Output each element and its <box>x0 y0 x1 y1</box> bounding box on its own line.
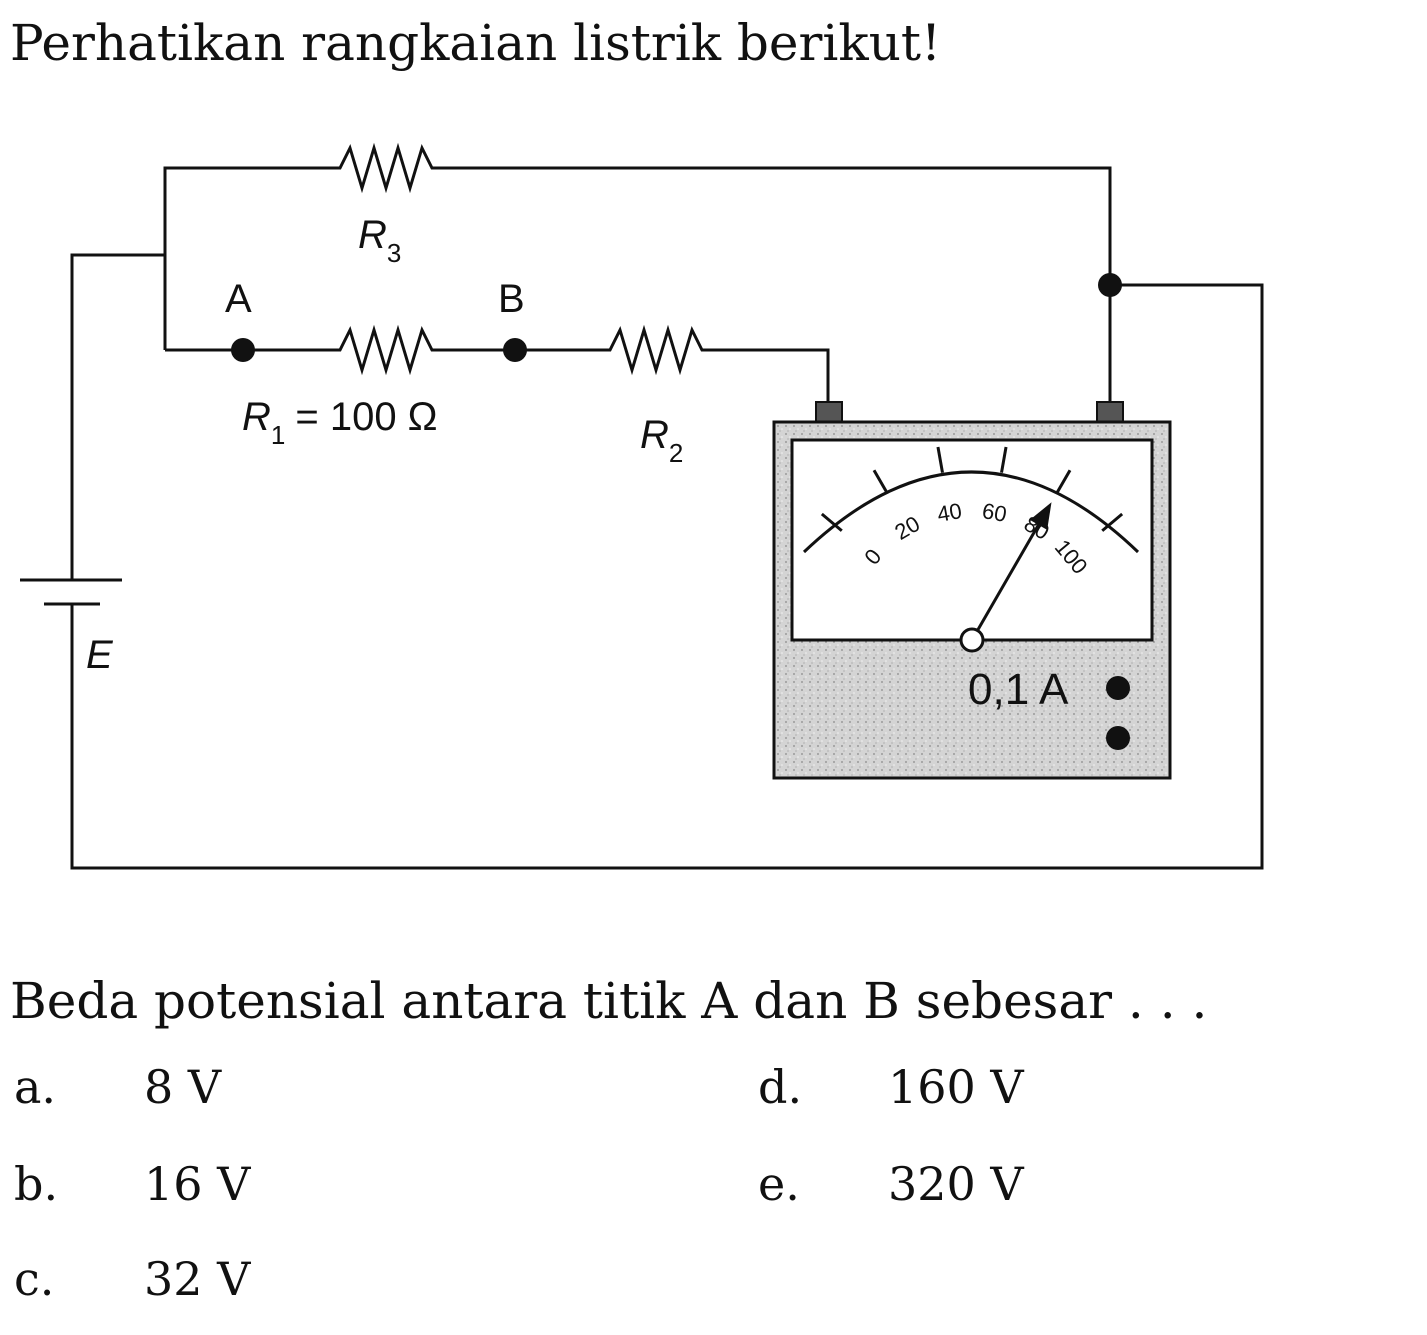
resistor-r2 <box>595 324 710 376</box>
ammeter-terminal-right <box>1096 401 1124 423</box>
option-a[interactable]: a. 8 V <box>14 1060 221 1114</box>
ammeter-needle <box>970 513 1046 641</box>
option-d[interactable]: d. 160 V <box>758 1060 1024 1114</box>
option-value: 160 V <box>888 1060 1024 1114</box>
battery-label: E <box>86 633 114 677</box>
point-a-dot <box>231 338 255 362</box>
ammeter-terminal-left <box>815 401 843 423</box>
point-a-label: A <box>225 277 252 321</box>
r3-label: R3 <box>358 213 401 268</box>
question-intro: Perhatikan rangkaian listrik berikut! <box>10 14 942 72</box>
point-b-label: B <box>498 277 525 321</box>
option-letter: e. <box>758 1157 800 1211</box>
r1-label: R1= 100 Ω <box>242 395 438 450</box>
scale-tick <box>936 446 944 473</box>
wire-r2-ammeter <box>710 348 830 410</box>
ammeter-range-label: 0,1 A <box>968 665 1069 714</box>
wire-left-top <box>70 253 165 580</box>
option-e[interactable]: e. 320 V <box>758 1157 1024 1211</box>
option-value: 32 V <box>144 1252 251 1306</box>
wire-top-right <box>440 166 1112 410</box>
scale-tick <box>1101 512 1124 532</box>
point-b-dot <box>503 338 527 362</box>
option-letter: b. <box>14 1157 59 1211</box>
resistor-r3 <box>325 142 440 194</box>
scale-tick <box>820 512 843 532</box>
scale-label: 40 <box>935 498 963 527</box>
scale-tick <box>1000 446 1008 473</box>
range-knob-bottom <box>1106 726 1130 750</box>
scale-tick <box>872 469 889 494</box>
circuit-diagram: E A B R3 R1= 100 Ω R2 020406080100 0,1 A <box>20 142 1264 870</box>
junction-dot <box>1098 273 1122 297</box>
needle-arrowhead <box>1029 502 1052 530</box>
wire-left-bottom <box>70 283 1264 870</box>
option-value: 320 V <box>888 1157 1024 1211</box>
option-b[interactable]: b. 16 V <box>14 1157 250 1211</box>
option-c[interactable]: c. 32 V <box>14 1252 250 1306</box>
ammeter: 020406080100 0,1 A <box>772 401 1172 780</box>
range-knob-top <box>1106 676 1130 700</box>
option-letter: a. <box>14 1060 57 1114</box>
question-prompt: Beda potensial antara titik A dan B sebe… <box>10 972 1208 1030</box>
needle-pivot <box>959 627 985 653</box>
ammeter-scale-arc <box>802 470 1140 554</box>
scale-label: 60 <box>980 498 1008 527</box>
option-letter: c. <box>14 1252 55 1306</box>
option-value: 8 V <box>144 1060 222 1114</box>
option-letter: d. <box>758 1060 803 1114</box>
ammeter-face <box>790 438 1154 642</box>
r2-label: R2 <box>640 413 683 468</box>
scale-tick <box>1055 469 1072 494</box>
resistor-r1 <box>325 324 440 376</box>
wire-top-branch <box>163 166 325 350</box>
option-value: 16 V <box>144 1157 251 1211</box>
